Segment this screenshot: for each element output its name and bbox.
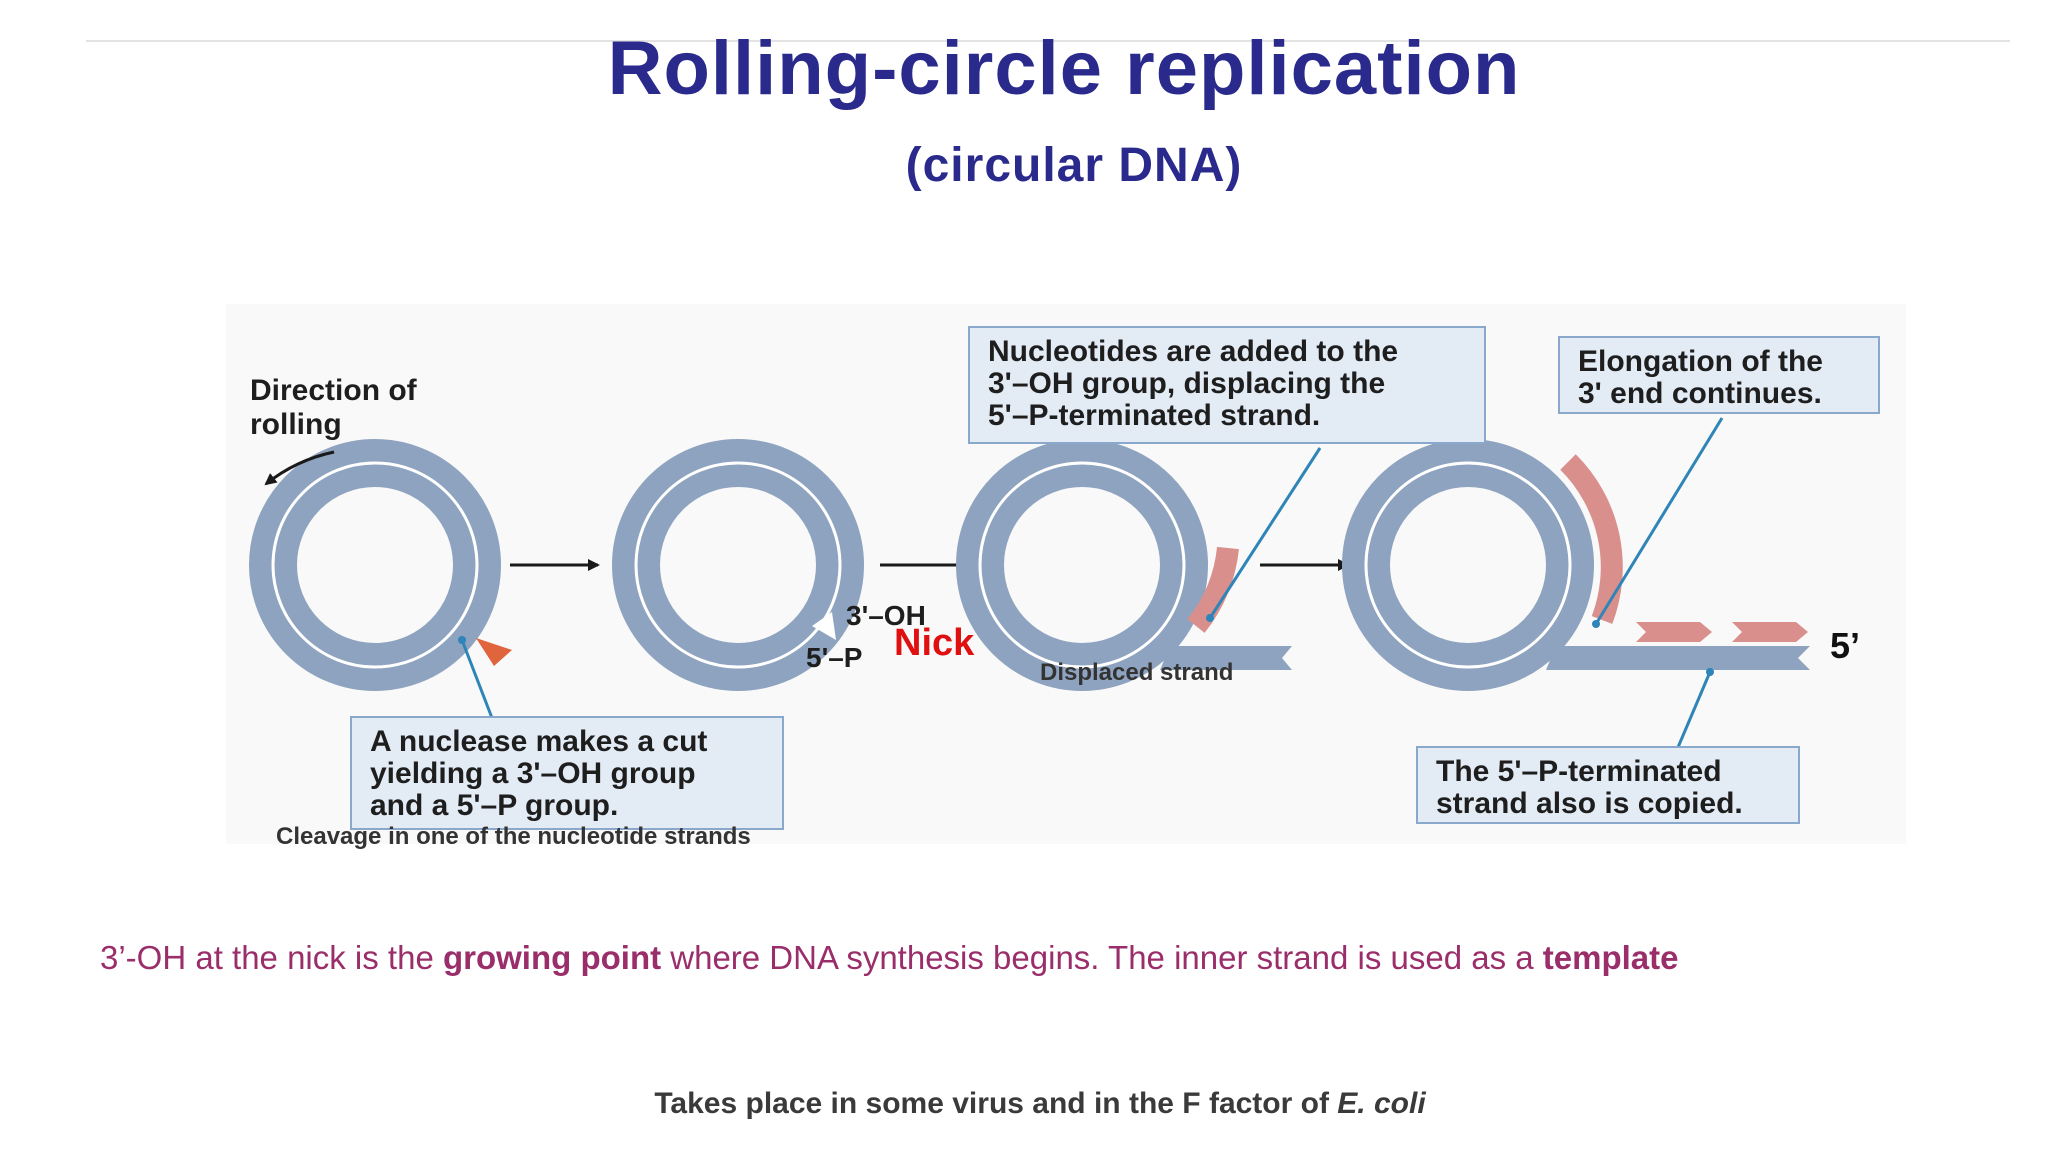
five-prime-p-label: 5'–P — [806, 642, 863, 673]
nuclease-callout-line-1: A nuclease makes a cut — [370, 725, 708, 758]
copied-callout-line-1: The 5'–P-terminated — [1436, 755, 1722, 788]
elongation-callout-line-2: 3' end continues. — [1578, 377, 1822, 410]
copied-fragment-1 — [1636, 622, 1712, 642]
displaced-strand-label: Displaced strand — [1040, 659, 1234, 686]
new-strand-segment — [1187, 546, 1239, 633]
stage-4-elongating-circle — [1342, 439, 1810, 691]
nuclease-callout-line-3: and a 5'–P group. — [370, 789, 619, 822]
copied-fragment-2 — [1732, 622, 1808, 642]
stage-1-circle — [249, 439, 501, 691]
caption-text-1: 3’-OH at the nick is the — [100, 939, 443, 976]
nucleotides-callout-line-1: Nucleotides are added to the — [988, 335, 1399, 368]
elongation-pointer-line — [1594, 417, 1724, 625]
nick-label: Nick — [894, 622, 975, 664]
stage-3-displacing-circle — [956, 439, 1292, 691]
three-prime-oh-label: 3'–OH — [846, 600, 926, 631]
direction-of-rolling-arrow — [264, 450, 335, 486]
top-divider — [86, 40, 2010, 42]
direction-label-line-2: rolling — [250, 408, 342, 441]
cleavage-caption: Cleavage in one of the nucleotide strand… — [276, 823, 751, 850]
nucleotides-callout-line-3: 5'–P-terminated strand. — [988, 399, 1321, 432]
elongated-tail — [1546, 646, 1810, 670]
displaced-strand-tail — [1160, 646, 1292, 670]
caption-text-2: where DNA synthesis begins. The inner st… — [661, 939, 1543, 976]
nucleotides-pointer-line — [1208, 447, 1322, 619]
slide-title: Rolling-circle replication — [607, 26, 1521, 111]
copied-callout: The 5'–P-terminated strand also is copie… — [1416, 746, 1800, 824]
stage-2-nicked-circle — [612, 439, 864, 691]
slide-subtitle: (circular DNA) — [905, 139, 1243, 192]
nuclease-callout-line-2: yielding a 3'–OH group — [370, 757, 696, 790]
copied-pointer-line — [1674, 671, 1712, 753]
caption-bold-template: template — [1542, 939, 1679, 976]
elongated-new-strand — [1560, 454, 1623, 624]
nucleotides-callout: Nucleotides are added to the 3'–OH group… — [968, 326, 1486, 444]
nuclease-pointer-line — [460, 639, 494, 719]
copied-callout-line-2: strand also is copied. — [1436, 787, 1743, 820]
nuclease-cut-marker — [476, 638, 512, 666]
growing-point-caption: 3’-OH at the nick is the growing point w… — [100, 936, 2020, 980]
nucleotides-pointer-dot — [1206, 614, 1214, 622]
elongation-pointer-dot — [1592, 620, 1600, 628]
footnote-species: E. coli — [1337, 1087, 1426, 1120]
nuclease-callout: A nuclease makes a cut yielding a 3'–OH … — [350, 716, 784, 830]
elongation-callout-line-1: Elongation of the — [1578, 345, 1823, 378]
elongation-callout: Elongation of the 3' end continues. — [1558, 336, 1880, 414]
caption-bold-growing-point: growing point — [442, 939, 662, 976]
nuclease-pointer-dot — [458, 636, 466, 644]
direction-label-line-1: Direction of — [250, 374, 417, 407]
copied-pointer-dot — [1706, 668, 1714, 676]
footnote-text: Takes place in some virus and in the F f… — [654, 1087, 1338, 1120]
direction-of-rolling-label: Direction of rolling — [250, 374, 417, 442]
nucleotides-callout-line-2: 3'–OH group, displacing the — [988, 367, 1386, 400]
five-prime-end-label: 5’ — [1830, 625, 1861, 666]
footnote: Takes place in some virus and in the F f… — [0, 1084, 2048, 1124]
